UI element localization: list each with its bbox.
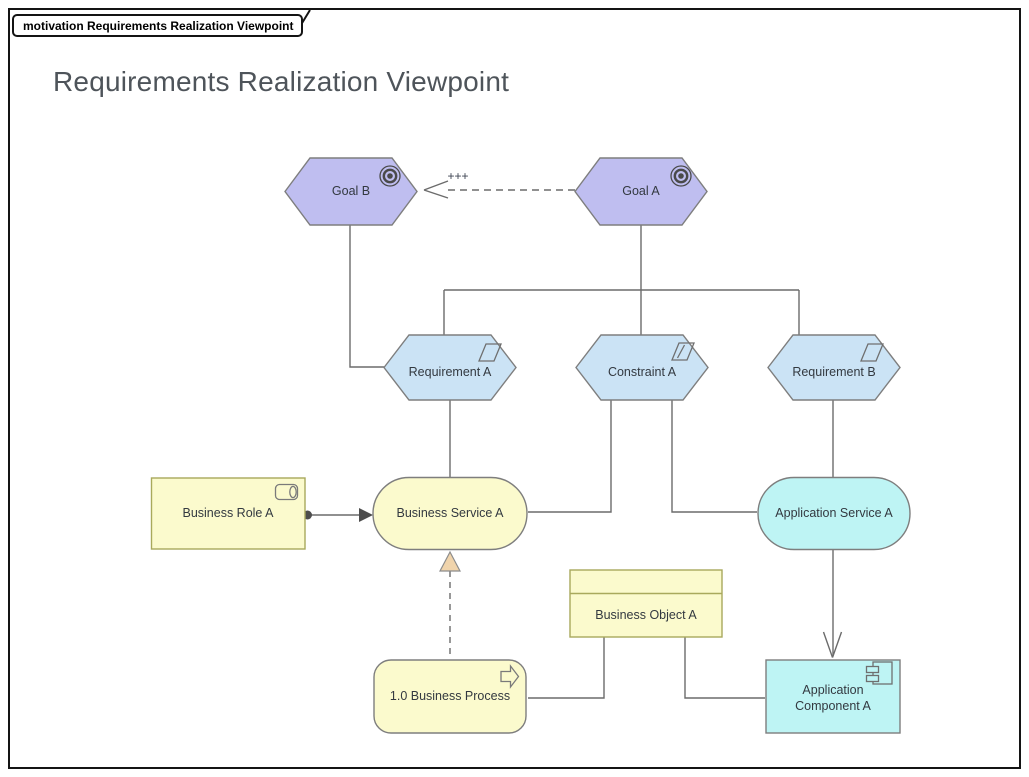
business-role-a-label[interactable]: Business Role A	[182, 506, 274, 521]
page-title: Requirements Realization Viewpoint	[53, 66, 510, 97]
assignment-solid-arrowhead	[359, 508, 373, 522]
application-service-a-label[interactable]: Application Service A	[775, 506, 893, 521]
process-arrow-icon	[500, 664, 520, 689]
business-process-a-shape[interactable]	[373, 659, 527, 734]
role-cylinder-icon	[274, 483, 299, 501]
frame-tab-text: motivation Requirements Realization View…	[23, 18, 294, 33]
business-object-a-shape[interactable]	[569, 569, 723, 638]
business-process-a-label[interactable]: 1.0 Business Process	[389, 689, 511, 704]
goala-requirements-connector[interactable]	[443, 225, 800, 335]
serving-open-arrowhead	[822, 631, 843, 658]
constraint-parallelogram-icon	[671, 342, 695, 361]
business-service-a-shape[interactable]	[372, 476, 528, 551]
business-service-a-label[interactable]: Business Service A	[396, 506, 504, 521]
requirement-b-label[interactable]: Requirement B	[792, 365, 876, 380]
goal-b-label[interactable]: Goal B	[331, 184, 371, 199]
goalb-requirementa-connector[interactable]	[349, 225, 384, 368]
influence-relationship-label: +++	[447, 169, 469, 183]
application-component-a-text: Application Component A	[795, 682, 871, 713]
business-object-a-label[interactable]: Business Object A	[595, 607, 697, 622]
requirement-b-shape[interactable]	[767, 334, 901, 401]
constraint-a-label[interactable]: Constraint A	[607, 365, 677, 380]
requirement-parallelogram-icon	[860, 343, 884, 362]
goal-target-icon	[379, 165, 401, 187]
influence-open-arrowhead	[423, 180, 449, 199]
requirement-parallelogram-icon	[478, 343, 502, 362]
goal-target-icon	[670, 165, 692, 187]
requirement-a-label[interactable]: Requirement A	[408, 365, 492, 380]
businessobjecta-process-connector[interactable]	[528, 637, 605, 699]
component-icon	[865, 661, 893, 685]
constrainta-applicationservicea-connector[interactable]	[671, 400, 757, 513]
business-role-a-shape[interactable]	[150, 477, 306, 550]
application-service-a-shape[interactable]	[757, 476, 911, 551]
frame-tab-label: motivation Requirements Realization View…	[12, 14, 303, 37]
businessobjecta-component-connector[interactable]	[684, 637, 765, 699]
diagram-frame-border	[8, 8, 1021, 769]
realization-triangle-arrowhead	[439, 550, 461, 572]
application-component-a-label[interactable]: Application Component A	[766, 663, 900, 733]
constrainta-businessservicea-connector[interactable]	[528, 400, 612, 513]
goal-a-label[interactable]: Goal A	[622, 184, 660, 199]
